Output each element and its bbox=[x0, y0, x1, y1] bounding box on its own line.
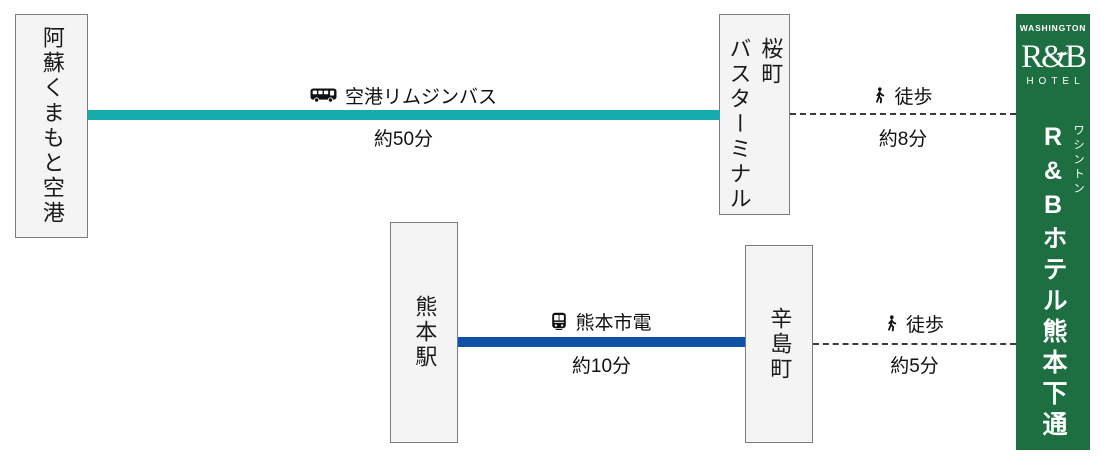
bus-icon bbox=[310, 87, 337, 103]
station-box-karashimacho: 辛島町 bbox=[745, 245, 813, 443]
station-box-sakuramachi-bus-terminal: 桜町 バスターミナル bbox=[719, 14, 790, 215]
tram-duration-text: 約10分 bbox=[571, 355, 632, 377]
station-name: 桜町 バスターミナル bbox=[726, 37, 784, 212]
destination-hotel-box: WASHINGTON R&B HOTEL R&Bホテル熊本下通 ワシントン bbox=[1016, 14, 1090, 450]
hotel-logo-text: R&B bbox=[1016, 40, 1090, 75]
station-name: 辛島町 bbox=[767, 306, 793, 382]
walk-mode-label: 徒歩 bbox=[790, 82, 1016, 108]
walk-duration-text: 約5分 bbox=[890, 355, 939, 377]
walk-mode-text: 徒歩 bbox=[894, 86, 933, 108]
walk-mode-text: 徒歩 bbox=[905, 314, 944, 336]
walk-icon bbox=[885, 314, 898, 332]
walk-route-line bbox=[813, 343, 1016, 345]
bus-route-line bbox=[88, 110, 719, 120]
transit-mode-text: 熊本市電 bbox=[575, 312, 652, 334]
tram-mode-label: 熊本市電 bbox=[458, 308, 745, 334]
walk-icon bbox=[873, 86, 886, 104]
station-box-kumamoto-station: 熊本駅 bbox=[390, 222, 458, 443]
walk-duration-text: 約8分 bbox=[878, 128, 928, 150]
hotel-name-prefix-vertical: ワシントン bbox=[1072, 124, 1084, 197]
station-name: 阿蘇くまもと空港 bbox=[39, 26, 65, 226]
hotel-brand-text: WASHINGTON bbox=[1019, 23, 1087, 33]
bus-mode-label: 空港リムジンバス bbox=[88, 82, 719, 108]
bus-duration-text: 約50分 bbox=[373, 128, 434, 150]
station-box-aso-kumamoto-airport: 阿蘇くまもと空港 bbox=[15, 14, 88, 238]
hotel-logo: WASHINGTON R&B HOTEL bbox=[1016, 23, 1090, 87]
walk-route-line bbox=[790, 113, 1016, 115]
tram-icon bbox=[551, 312, 567, 330]
station-name: 熊本駅 bbox=[412, 295, 438, 370]
walk-mode-label: 徒歩 bbox=[813, 310, 1016, 336]
bird-icon bbox=[1054, 33, 1070, 68]
transit-mode-text: 空港リムジンバス bbox=[344, 86, 497, 108]
hotel-logo-sub-text: HOTEL bbox=[1026, 75, 1085, 87]
hotel-name-vertical: R&Bホテル熊本下通 bbox=[1039, 123, 1067, 442]
tram-route-line bbox=[458, 337, 745, 347]
